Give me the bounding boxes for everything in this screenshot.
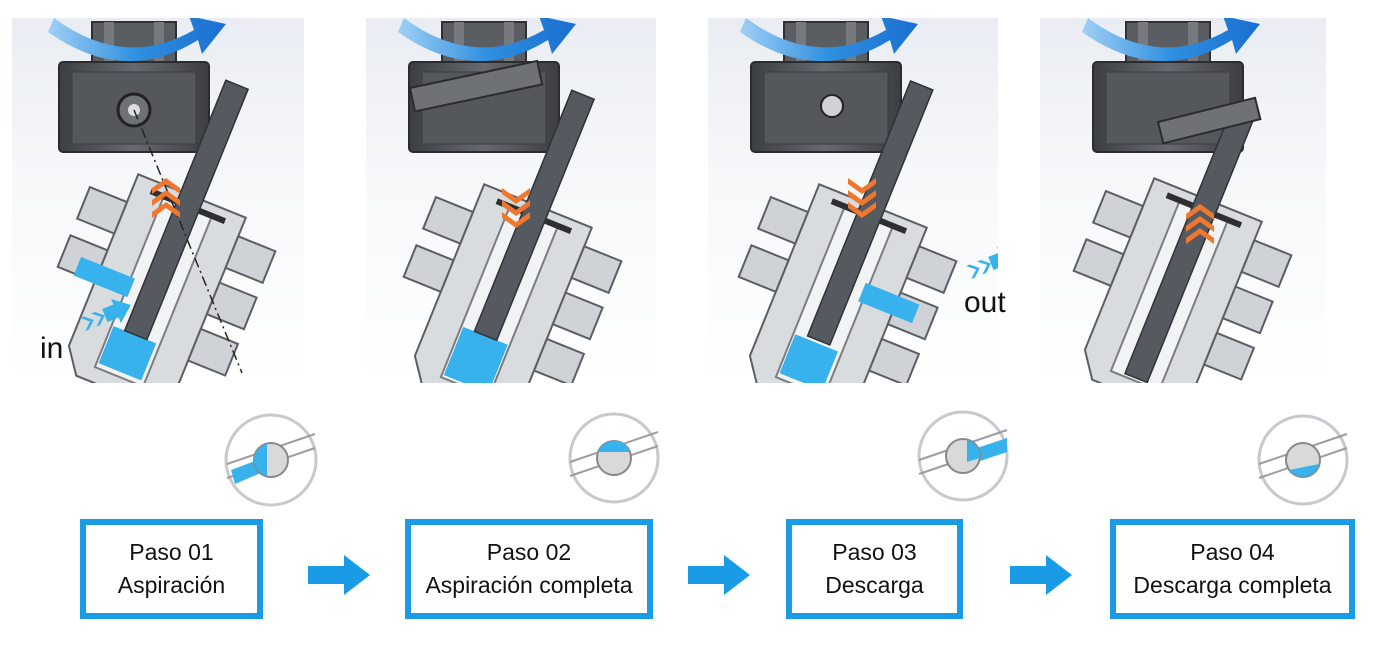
valve-detail-step-2: [568, 412, 660, 504]
step-3-name: Descarga: [825, 572, 924, 598]
next-step-arrow-icon: [1010, 555, 1072, 595]
valve-detail-step-3: [917, 410, 1009, 502]
outlet-label: out: [964, 286, 1006, 319]
step-2-name: Aspiración completa: [425, 572, 633, 598]
step-1-name: Aspiración: [117, 572, 226, 598]
step-3-number: Paso 03: [832, 539, 917, 565]
piston-up-chevrons-icon: [152, 178, 180, 218]
piston-down-chevrons-icon: [848, 178, 876, 218]
step-1-illustration: [12, 18, 304, 383]
step-4-name: Descarga completa: [1133, 572, 1332, 598]
next-step-arrow-icon: [688, 555, 750, 595]
valve-detail-step-1: [224, 413, 318, 507]
flow-chevrons-icon: [966, 246, 998, 279]
flow-chevrons-icon: [80, 298, 131, 331]
step-2-number: Paso 02: [486, 539, 572, 565]
inlet-label: in: [40, 332, 64, 365]
step-4-illustration: [1040, 18, 1326, 383]
step-4-number: Paso 04: [1190, 539, 1275, 565]
step-2-illustration: [366, 18, 656, 383]
step-4-box: Paso 04 Descarga completa: [1110, 519, 1355, 619]
step-1-box: Paso 01 Aspiración: [80, 519, 263, 619]
piston-down-chevrons-icon: [502, 188, 530, 228]
step-1-number: Paso 01: [129, 539, 214, 565]
step-3-illustration: [708, 18, 998, 383]
valve-detail-step-4: [1257, 414, 1349, 506]
step-2-box: Paso 02 Aspiración completa: [405, 519, 653, 619]
piston-up-chevrons-icon: [1186, 204, 1214, 244]
next-step-arrow-icon: [308, 555, 370, 595]
step-3-box: Paso 03 Descarga: [786, 519, 963, 619]
